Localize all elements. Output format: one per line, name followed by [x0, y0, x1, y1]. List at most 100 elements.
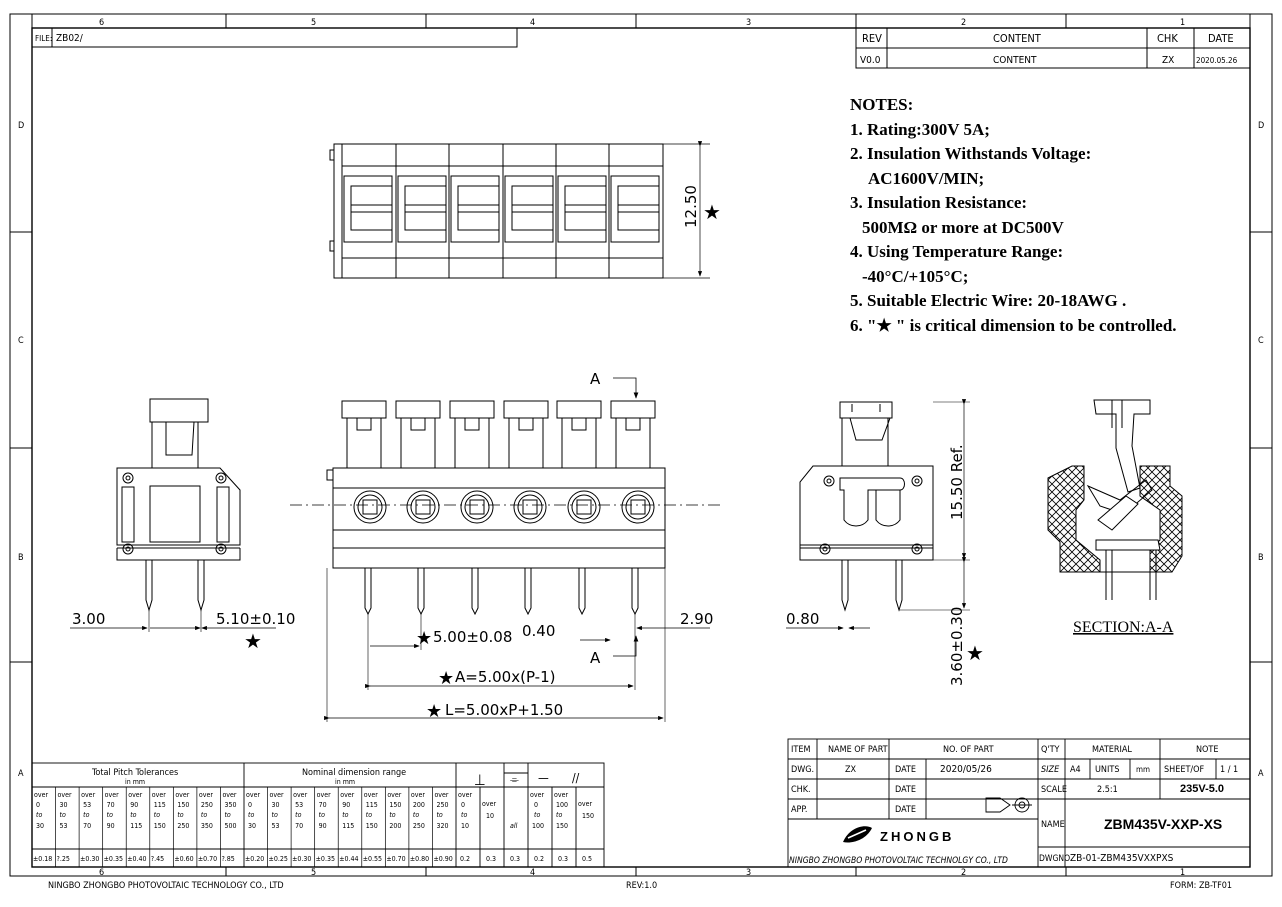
chk-date-label: DATE	[895, 785, 916, 795]
front-wire-holes	[353, 490, 655, 524]
geo-tolerance: 0.3	[558, 855, 568, 863]
nominal-range-from: 90	[342, 801, 350, 809]
zone-top-2: 2	[961, 18, 966, 28]
dwgno-value: ZB-01-ZBM435VXXPXS	[1070, 853, 1174, 864]
note-line-5: 500MΩ or more at DC500V	[862, 217, 1064, 237]
pitch-range-to: 250	[177, 822, 189, 830]
zone-bottom-3: 3	[746, 868, 751, 878]
dim-3-60: 3.60±0.30	[948, 607, 966, 686]
pitch-over: over	[128, 791, 142, 799]
app-date-label: DATE	[895, 805, 916, 815]
pitch-to: to	[177, 811, 183, 819]
note-line-9: 6. "★ " is critical dimension to be cont…	[850, 315, 1177, 335]
file-value: ZB02/	[56, 33, 84, 44]
pitch-range-from: 0	[36, 801, 40, 809]
geo-range-to: 150	[556, 822, 568, 830]
note-line-7: -40°C/+105°C;	[862, 266, 969, 286]
pitch-range-to: 500	[224, 822, 236, 830]
pitch-range-from: 115	[154, 801, 166, 809]
rev-header: REV	[862, 32, 882, 45]
nominal-tolerance: ±0.30	[292, 855, 311, 863]
parallel-symbol: //	[572, 771, 580, 785]
pitch-tolerance: ±0.35	[104, 855, 123, 863]
nominal-tolerance: ±0.44	[339, 855, 358, 863]
symmetry-symbol: ⌯	[510, 773, 519, 786]
section-marker-top: A	[590, 370, 601, 388]
pitch-over: over	[152, 791, 166, 799]
right-side-view	[786, 399, 970, 631]
pitch-over: over	[105, 791, 119, 799]
content-value: CONTENT	[993, 55, 1037, 66]
zone-labels: 6 5 4 3 2 1 6 5 4 3 2 1 D C B A D C B A …	[18, 18, 1264, 891]
geo-to: to	[534, 811, 540, 819]
pitch-range-to: 90	[107, 822, 115, 830]
nominal-range-to: 90	[319, 822, 327, 830]
critical-star-left: ★	[244, 629, 262, 653]
file-box: FILE: ZB02/	[32, 27, 518, 48]
front-view	[290, 377, 720, 722]
nominal-range-to: 250	[413, 822, 425, 830]
qty-header: Q'TY	[1041, 745, 1060, 755]
nominal-tolerance: ±0.80	[410, 855, 429, 863]
pitch-range-to: 150	[154, 822, 166, 830]
pitch-range-to: 53	[60, 822, 68, 830]
pitch-range-to: 350	[201, 822, 213, 830]
geo-all: all	[510, 822, 518, 830]
zone-top-6: 6	[99, 18, 104, 28]
nominal-range-from: 250	[436, 801, 448, 809]
geo-range-from: 0	[534, 801, 538, 809]
nominal-range-to: 115	[342, 822, 354, 830]
zone-right-d: D	[1258, 121, 1264, 131]
pitch-title: Total Pitch Tolerances	[91, 768, 178, 778]
pitch-over: over	[199, 791, 213, 799]
zone-left-d: D	[18, 121, 24, 131]
zone-left-a: A	[18, 769, 24, 779]
geo-tolerance: 0.3	[510, 855, 520, 863]
nominal-to: to	[389, 811, 395, 819]
section-title: SECTION:A-A	[1073, 619, 1174, 636]
pitch-unit: in mm	[125, 778, 145, 786]
geo-range-from: 150	[582, 812, 594, 820]
nominal-over: over	[364, 791, 378, 799]
chk-header: CHK	[1157, 32, 1178, 45]
nominal-range-from: 30	[272, 801, 280, 809]
dim-pitch: 5.00±0.08	[433, 628, 512, 646]
footer-company: NINGBO ZHONGBO PHOTOVOLTAIC TECHNOLOGY C…	[48, 881, 284, 891]
geo-tolerance: 0.5	[582, 855, 592, 863]
nominal-to: to	[319, 811, 325, 819]
pitch-range-to: 115	[130, 822, 142, 830]
perpendicular-symbol: ⊥	[474, 771, 486, 789]
nominal-over: over	[387, 791, 401, 799]
chk-label: CHK.	[791, 785, 811, 795]
nominal-to: to	[413, 811, 419, 819]
critical-star-l: ★	[426, 701, 442, 722]
geo-over: over	[482, 800, 496, 808]
nominal-range-from: 70	[319, 801, 327, 809]
dim-15-50-ref: 15.50 Ref.	[948, 444, 966, 520]
geo-tolerance: 0.2	[534, 855, 544, 863]
spec-value: 235V-5.0	[1180, 783, 1224, 795]
critical-star-pitch: ★	[416, 628, 432, 649]
revision-table: REV CONTENT CHK DATE V0.0 CONTENT ZX 202…	[855, 27, 1251, 69]
date-header: DATE	[1208, 32, 1234, 45]
zone-bottom-2: 2	[961, 868, 966, 878]
dim-2-90: 2.90	[680, 610, 713, 628]
note-line-6: 4. Using Temperature Range:	[850, 242, 1064, 261]
pitch-over: over	[175, 791, 189, 799]
pitch-to: to	[36, 811, 42, 819]
zone-right-c: C	[1258, 336, 1264, 346]
pitch-range-to: 70	[83, 822, 91, 830]
geo-over: over	[578, 800, 592, 808]
pitch-range-from: 150	[177, 801, 189, 809]
nominal-range-from: 0	[248, 801, 252, 809]
nominal-range-from: 150	[389, 801, 401, 809]
zone-bottom-1: 1	[1180, 868, 1185, 878]
name-of-part-header: NAME OF PART	[828, 745, 888, 755]
geo-range-from: 10	[486, 812, 494, 820]
nominal-range-to: 53	[272, 822, 280, 830]
nominal-over: over	[293, 791, 307, 799]
zone-top-1: 1	[1180, 18, 1185, 28]
zone-left-c: C	[18, 336, 24, 346]
geo-to: to	[556, 811, 562, 819]
front-actuators	[341, 400, 656, 468]
